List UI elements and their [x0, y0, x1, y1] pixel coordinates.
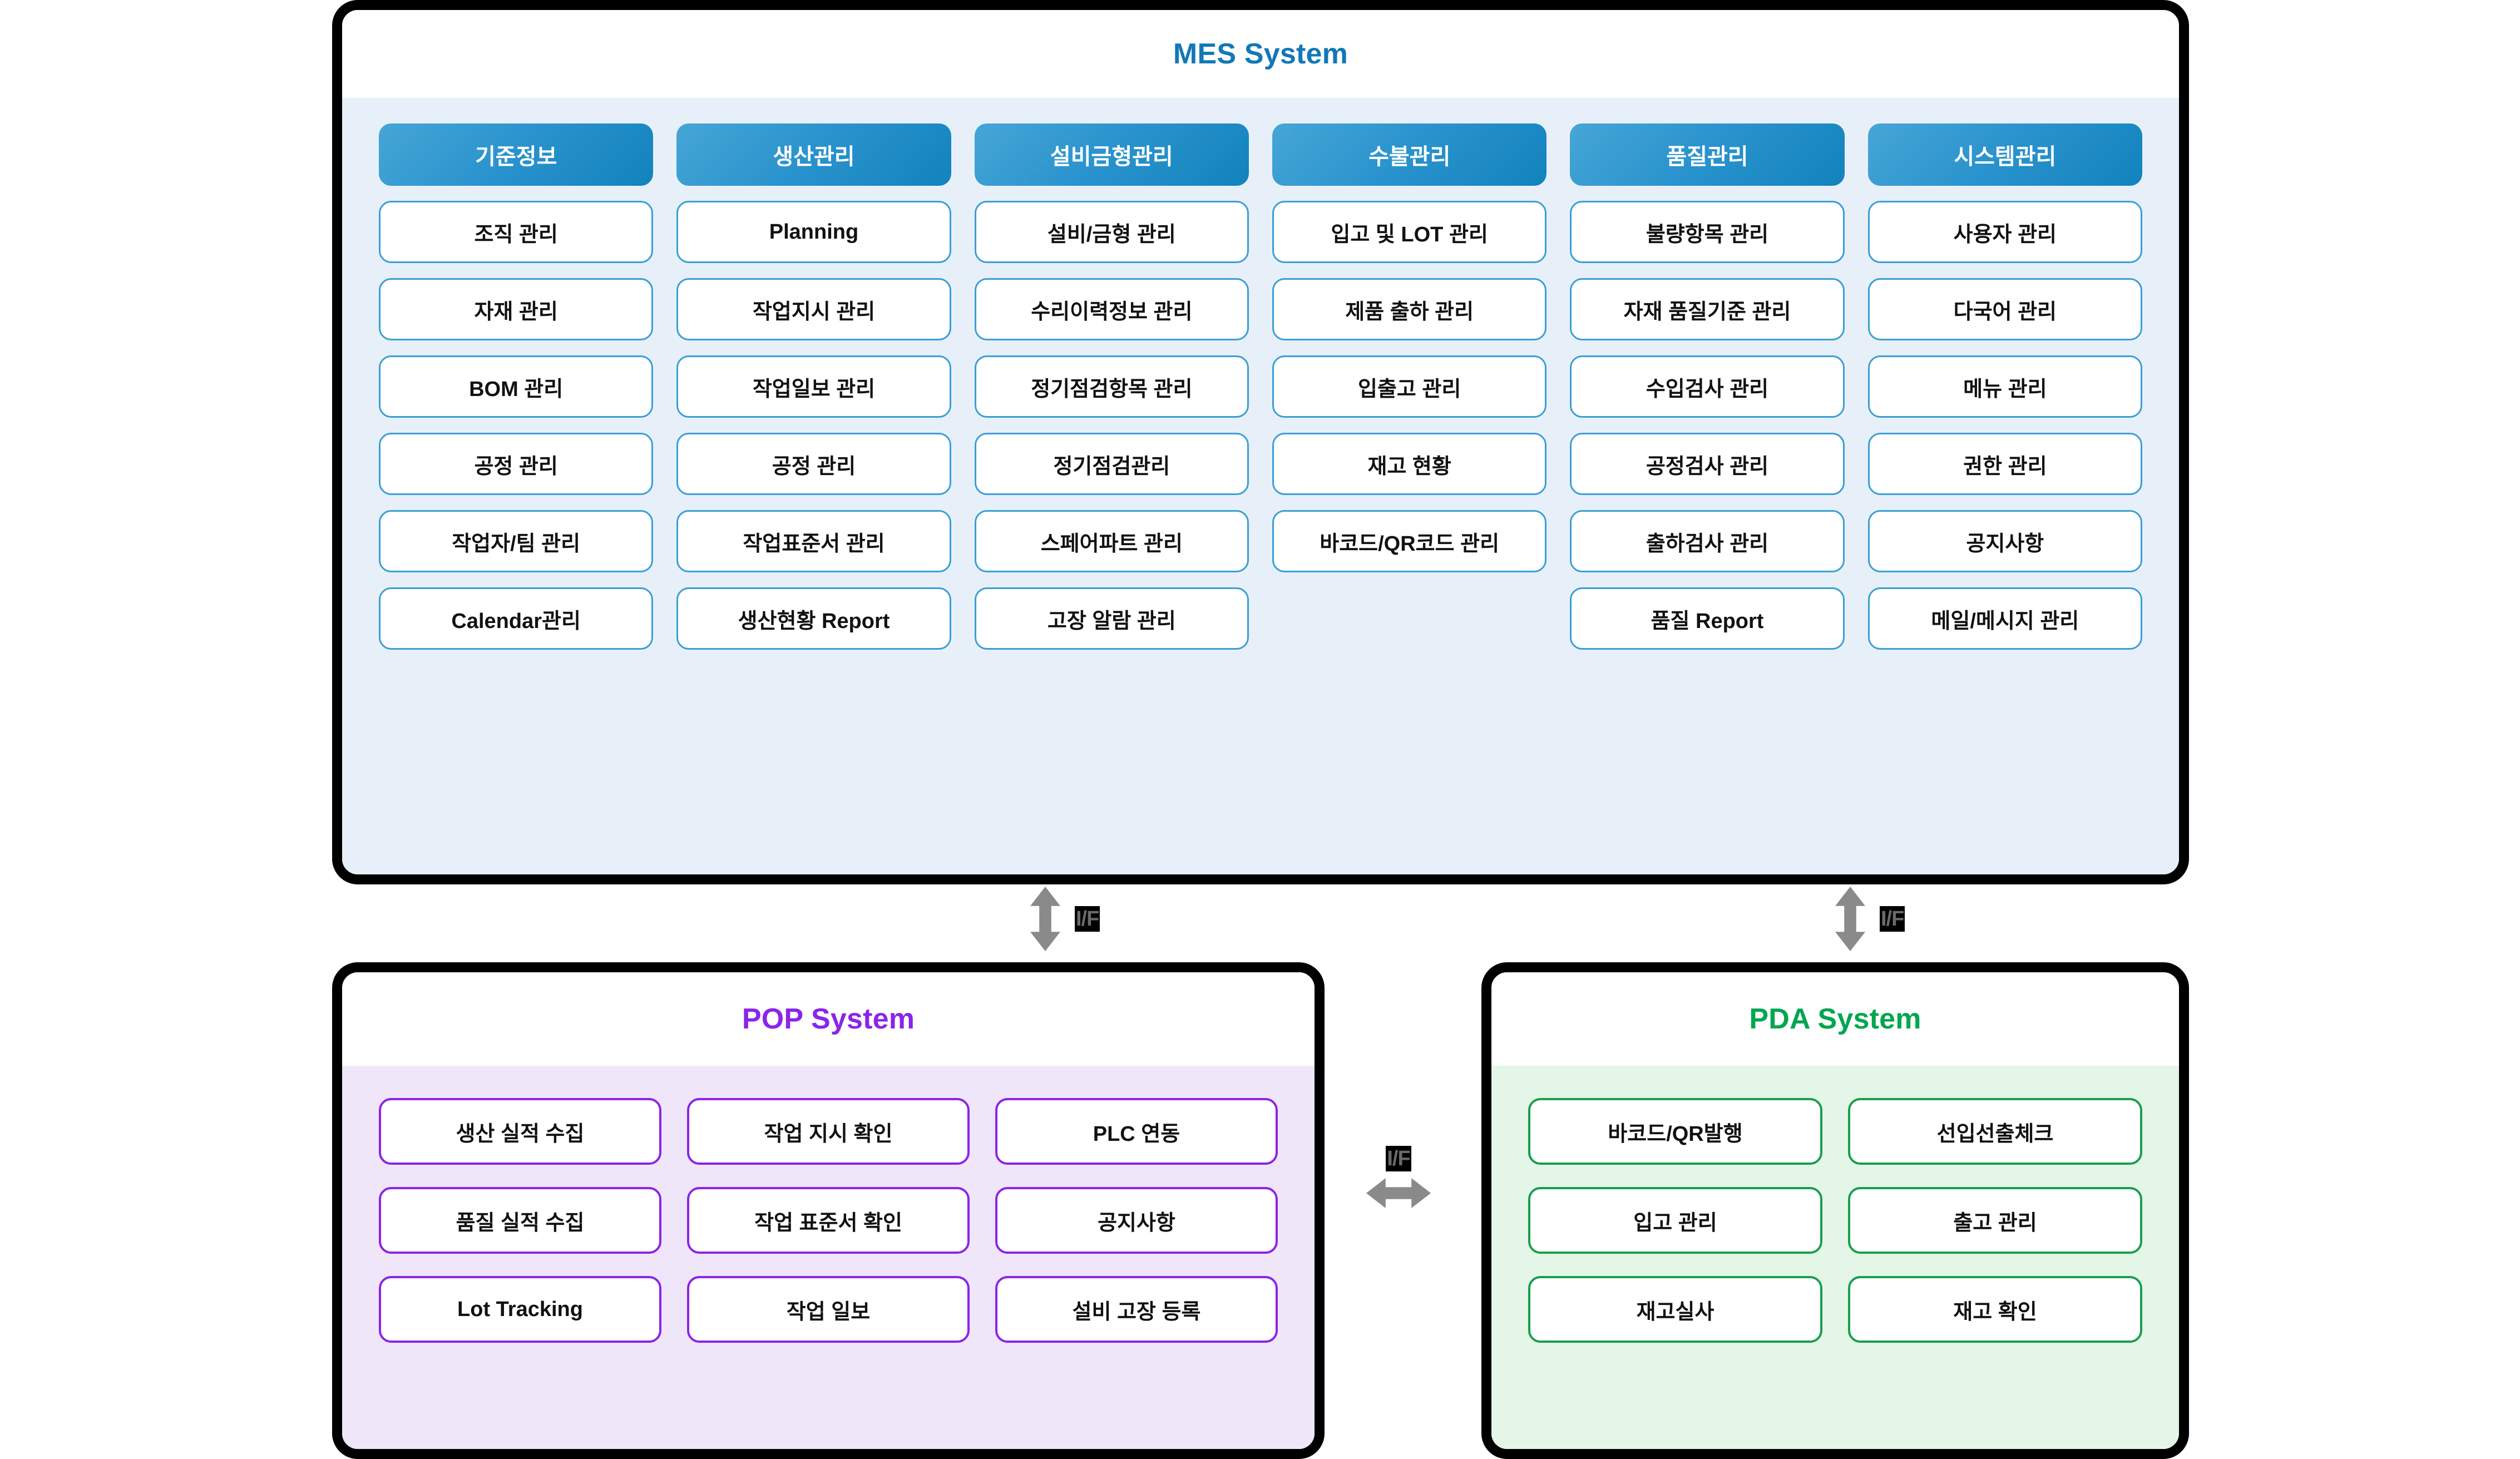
double-arrow-horizontal-icon	[1366, 1178, 1431, 1208]
mes-menu-item[interactable]: 생산현황 Report	[676, 587, 951, 650]
interface-label: I/F	[1075, 906, 1100, 932]
mes-menu-item[interactable]: Planning	[676, 201, 951, 263]
interface-label: I/F	[1386, 1146, 1411, 1171]
double-arrow-vertical-icon	[1030, 887, 1060, 951]
pop-menu-item[interactable]: 작업 일보	[687, 1276, 970, 1343]
mes-menu-item[interactable]: 바코드/QR코드 관리	[1272, 510, 1547, 572]
mes-menu-item[interactable]: 메뉴 관리	[1867, 355, 2142, 418]
mes-menu-item[interactable]: 입출고 관리	[1272, 355, 1547, 418]
mes-menu-item[interactable]: 다국어 관리	[1867, 278, 2142, 340]
mes-column-header[interactable]: 품질관리	[1570, 123, 1845, 186]
mes-menu-item[interactable]: 입고 및 LOT 관리	[1272, 201, 1547, 263]
pop-system-panel: POP System 생산 실적 수집 작업 지시 확인 PLC 연동 품질 실…	[332, 962, 1325, 1459]
mes-menu-item[interactable]: 공정 관리	[379, 433, 654, 495]
interface-label: I/F	[1880, 906, 1905, 932]
pop-menu-item[interactable]: 생산 실적 수집	[379, 1098, 661, 1165]
connector-pop-pda: I/F	[1366, 1146, 1431, 1208]
mes-menu-item[interactable]: 조직 관리	[379, 201, 654, 263]
mes-menu-item[interactable]: 수입검사 관리	[1570, 355, 1845, 418]
mes-column-품질관리: 품질관리 불량항목 관리 자재 품질기준 관리 수입검사 관리 공정검사 관리 …	[1570, 123, 1845, 650]
mes-menu-item[interactable]: 작업지시 관리	[676, 278, 951, 340]
pop-menu-item[interactable]: 설비 고장 등록	[995, 1276, 1278, 1343]
mes-menu-item[interactable]: 스페어파트 관리	[974, 510, 1249, 572]
mes-menu-item[interactable]: 재고 현황	[1272, 433, 1547, 495]
pda-menu-item[interactable]: 재고실사	[1528, 1276, 1822, 1343]
mes-column-header[interactable]: 수불관리	[1272, 123, 1547, 186]
mes-column-header[interactable]: 기준정보	[379, 123, 654, 186]
mes-menu-item[interactable]: 정기점검관리	[974, 433, 1249, 495]
mes-menu-item[interactable]: BOM 관리	[379, 355, 654, 418]
mes-menu-item[interactable]: 고장 알람 관리	[974, 587, 1249, 650]
pop-module-grid: 생산 실적 수집 작업 지시 확인 PLC 연동 품질 실적 수집 작업 표준서…	[379, 1098, 1278, 1343]
mes-menu-item[interactable]: 공지사항	[1867, 510, 2142, 572]
mes-menu-item[interactable]: 불량항목 관리	[1570, 201, 1845, 263]
mes-column-수불관리: 수불관리 입고 및 LOT 관리 제품 출하 관리 입출고 관리 재고 현황 바…	[1272, 123, 1547, 650]
mes-module-grid: 기준정보 조직 관리 자재 관리 BOM 관리 공정 관리 작업자/팀 관리 C…	[379, 123, 2142, 650]
pop-menu-item[interactable]: 품질 실적 수집	[379, 1187, 661, 1254]
pop-menu-item[interactable]: 작업 표준서 확인	[687, 1187, 970, 1254]
pop-menu-item[interactable]: PLC 연동	[995, 1098, 1278, 1165]
mes-column-기준정보: 기준정보 조직 관리 자재 관리 BOM 관리 공정 관리 작업자/팀 관리 C…	[379, 123, 654, 650]
pda-module-grid: 바코드/QR발행 선입선출체크 입고 관리 출고 관리 재고실사 재고 확인	[1528, 1098, 2142, 1343]
mes-column-시스템관리: 시스템관리 사용자 관리 다국어 관리 메뉴 관리 권한 관리 공지사항 메일/…	[1867, 123, 2142, 650]
mes-menu-item[interactable]: 자재 품질기준 관리	[1570, 278, 1845, 340]
pda-system-body: 바코드/QR발행 선입선출체크 입고 관리 출고 관리 재고실사 재고 확인	[1491, 1066, 2179, 1449]
mes-system-title: MES System	[342, 10, 2179, 98]
mes-column-header[interactable]: 설비금형관리	[974, 123, 1249, 186]
connector-mes-pop: I/F	[1030, 887, 1100, 951]
pda-menu-item[interactable]: 입고 관리	[1528, 1187, 1822, 1254]
connector-mes-pda: I/F	[1835, 887, 1905, 951]
double-arrow-vertical-icon	[1835, 887, 1865, 951]
mes-menu-item[interactable]: 공정 관리	[676, 433, 951, 495]
mes-menu-item[interactable]: 수리이력정보 관리	[974, 278, 1249, 340]
mes-menu-item[interactable]: 권한 관리	[1867, 433, 2142, 495]
mes-menu-item[interactable]: 출하검사 관리	[1570, 510, 1845, 572]
pop-menu-item[interactable]: 작업 지시 확인	[687, 1098, 970, 1165]
pda-menu-item[interactable]: 선입선출체크	[1848, 1098, 2142, 1165]
mes-menu-item-placeholder	[1272, 587, 1546, 650]
pda-system-title: PDA System	[1491, 972, 2179, 1066]
mes-column-생산관리: 생산관리 Planning 작업지시 관리 작업일보 관리 공정 관리 작업표준…	[676, 123, 951, 650]
mes-menu-item[interactable]: 작업일보 관리	[676, 355, 951, 418]
pda-menu-item[interactable]: 바코드/QR발행	[1528, 1098, 1822, 1165]
pop-system-body: 생산 실적 수집 작업 지시 확인 PLC 연동 품질 실적 수집 작업 표준서…	[342, 1066, 1315, 1449]
mes-menu-item[interactable]: 설비/금형 관리	[974, 201, 1249, 263]
mes-column-header[interactable]: 시스템관리	[1867, 123, 2142, 186]
mes-menu-item[interactable]: 작업표준서 관리	[676, 510, 951, 572]
mes-system-body: 기준정보 조직 관리 자재 관리 BOM 관리 공정 관리 작업자/팀 관리 C…	[342, 98, 2179, 874]
pop-menu-item[interactable]: 공지사항	[995, 1187, 1278, 1254]
mes-menu-item[interactable]: 품질 Report	[1570, 587, 1845, 650]
mes-menu-item[interactable]: 제품 출하 관리	[1272, 278, 1547, 340]
mes-menu-item[interactable]: Calendar관리	[379, 587, 654, 650]
mes-menu-item[interactable]: 메일/메시지 관리	[1867, 587, 2142, 650]
pop-system-title: POP System	[342, 972, 1315, 1066]
mes-column-header[interactable]: 생산관리	[676, 123, 951, 186]
mes-menu-item[interactable]: 작업자/팀 관리	[379, 510, 654, 572]
mes-menu-item[interactable]: 공정검사 관리	[1570, 433, 1845, 495]
mes-menu-item[interactable]: 자재 관리	[379, 278, 654, 340]
mes-menu-item[interactable]: 사용자 관리	[1867, 201, 2142, 263]
mes-system-panel: MES System 기준정보 조직 관리 자재 관리 BOM 관리 공정 관리…	[332, 0, 2189, 884]
pda-system-panel: PDA System 바코드/QR발행 선입선출체크 입고 관리 출고 관리 재…	[1481, 962, 2189, 1459]
pda-menu-item[interactable]: 재고 확인	[1848, 1276, 2142, 1343]
mes-menu-item[interactable]: 정기점검항목 관리	[974, 355, 1249, 418]
mes-column-설비금형관리: 설비금형관리 설비/금형 관리 수리이력정보 관리 정기점검항목 관리 정기점검…	[974, 123, 1249, 650]
pda-menu-item[interactable]: 출고 관리	[1848, 1187, 2142, 1254]
pop-menu-item[interactable]: Lot Tracking	[379, 1276, 661, 1343]
